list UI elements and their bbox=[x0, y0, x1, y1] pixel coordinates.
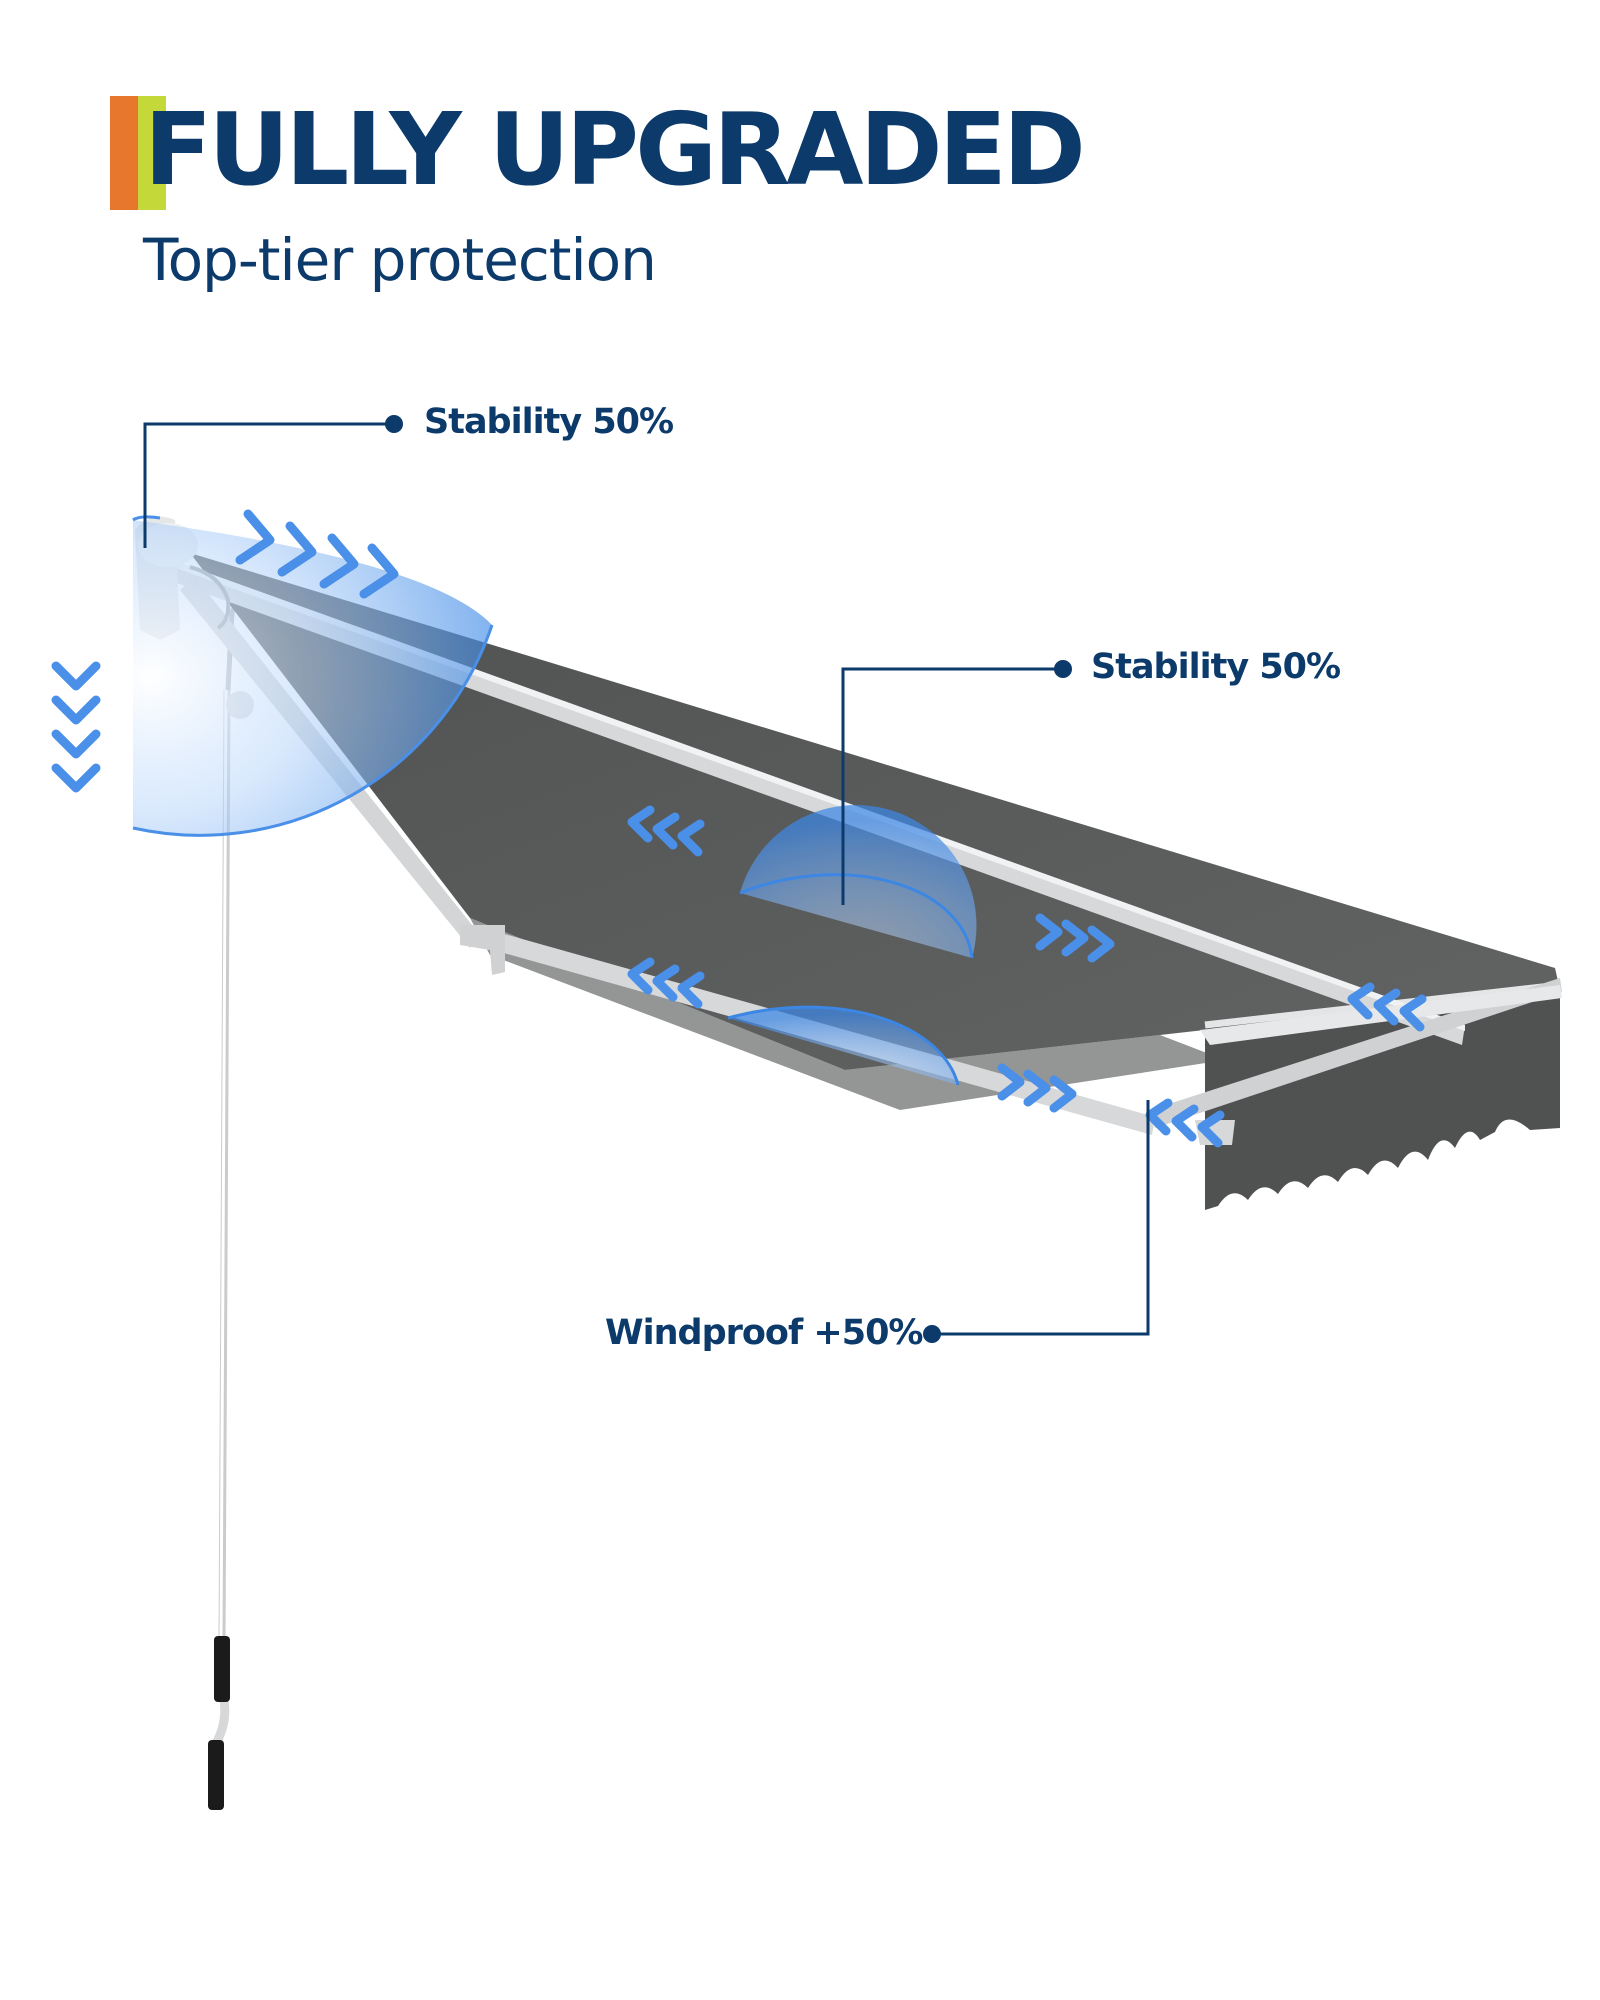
crank-rod bbox=[208, 588, 238, 1810]
callout-dot-icon bbox=[385, 415, 403, 433]
crank-handle-upper bbox=[214, 1636, 230, 1702]
callout-dot-icon bbox=[1054, 660, 1072, 678]
stability-zone-mid bbox=[740, 805, 977, 958]
callout-windproof: Windproof +50% bbox=[605, 1313, 923, 1353]
page-subtitle: Top-tier protection bbox=[143, 226, 657, 294]
awning-fabric-lower bbox=[470, 918, 1225, 1110]
awning-valance bbox=[1205, 985, 1560, 1210]
page-title: FULLY UPGRADED bbox=[144, 91, 1086, 208]
chevron-arrow-icon bbox=[51, 509, 1427, 1148]
accent-bar-orange bbox=[110, 96, 138, 210]
callout-stability-mid: Stability 50% bbox=[1091, 647, 1341, 687]
crank-handle-lower bbox=[208, 1740, 224, 1810]
stability-zone-left bbox=[133, 520, 492, 836]
callout-dot-icon bbox=[923, 1325, 941, 1343]
callout-leader-lines bbox=[143, 422, 1150, 1336]
callout-stability-top: Stability 50% bbox=[424, 402, 674, 442]
accent-bar-lime bbox=[138, 96, 166, 210]
